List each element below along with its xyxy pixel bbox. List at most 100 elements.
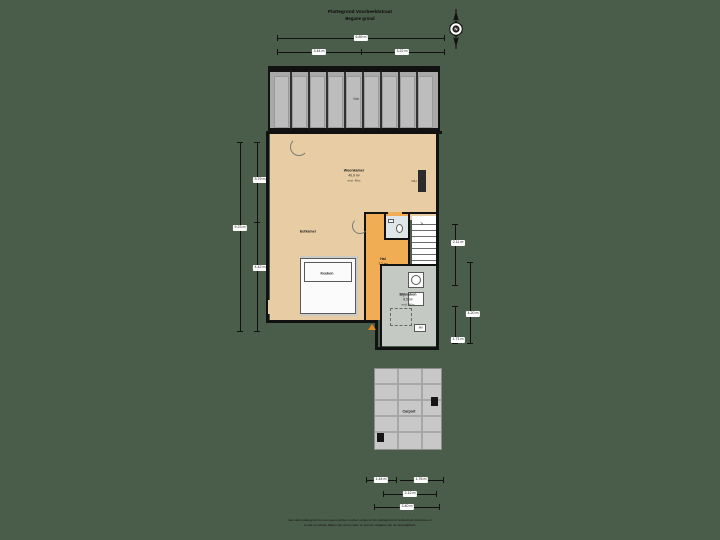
- roof-tile-grid: [272, 70, 436, 130]
- washer-drum-icon: [411, 275, 421, 285]
- wall-right-upper: [436, 131, 439, 223]
- dryer-icon: [408, 292, 424, 306]
- toilet-bowl-icon: [396, 224, 403, 233]
- dim-tick: [277, 49, 278, 55]
- dim-tick: [436, 491, 437, 497]
- dim-tick: [374, 504, 375, 510]
- roof-top-band: [270, 68, 438, 72]
- dim-tick: [452, 285, 458, 286]
- dim-bottom-seg-3: 2.12 m: [402, 491, 418, 497]
- dim-tick: [237, 142, 243, 143]
- wall-top: [266, 131, 442, 134]
- dim-tick: [254, 142, 260, 143]
- dim-tick: [443, 477, 444, 483]
- dim-tick: [254, 331, 260, 332]
- dim-left-seg-1: 3.79 m: [252, 177, 268, 183]
- dim-tick: [237, 331, 243, 332]
- dim-bottom-seg-2: 1.76 m: [413, 477, 429, 483]
- room-name-keuken: Keuken: [320, 271, 334, 276]
- dim-bottom-total: 3.40 m: [399, 504, 415, 510]
- room-area-woonkamer: 40.9 m²: [348, 173, 360, 178]
- sink-icon: [388, 219, 394, 223]
- stairs-label: Tr.: [420, 222, 424, 226]
- utility-dashed-zone: [390, 308, 412, 326]
- label-woonkamer: Woonkamer 40.9 m² excl. 45m: [344, 169, 365, 184]
- dim-tick: [396, 477, 397, 483]
- dim-tick: [452, 224, 458, 225]
- door-opening-hall: [366, 246, 368, 260]
- wall-bottom-notch: [375, 320, 378, 350]
- dim-tick: [277, 35, 278, 41]
- meterbox-icon: [414, 324, 426, 332]
- dim-tick: [444, 35, 445, 41]
- wall-bottom-right: [375, 347, 439, 350]
- carport-post-icon: [431, 397, 438, 406]
- meterbox-label: MK: [419, 326, 423, 330]
- dim-left-seg-2: 4.42 m: [252, 265, 268, 271]
- overhang-label: O/H: [411, 179, 417, 183]
- fireplace-icon: [418, 170, 426, 192]
- dim-left-seg-line: [257, 142, 258, 332]
- label-eetkamer: Eetkamer: [300, 229, 316, 234]
- entrance-marker-icon: [368, 324, 376, 330]
- dim-top-seg-1: 3.44 m: [311, 49, 327, 55]
- wall-utility-left: [380, 264, 382, 348]
- room-name-hal: Hal: [380, 256, 386, 261]
- dim-left-total: 9.23 m: [232, 225, 248, 231]
- compass-rose-icon: N: [441, 9, 471, 49]
- kitchen-worktop: [304, 262, 352, 282]
- wall-toilet-bottom: [384, 238, 410, 240]
- page-title: Plattegrond Voorbeeldstraat Begane grond: [0, 9, 720, 22]
- dim-bottom-seg-1: 1.44 m: [373, 477, 389, 483]
- stairs-area: [412, 216, 438, 264]
- room-name-carport: Carport: [402, 409, 416, 414]
- dim-tick: [254, 222, 260, 223]
- title-line-1: Plattegrond Voorbeeldstraat: [327, 9, 393, 14]
- footer-line-2: is niet op schaal. Maten zijn circa mate…: [304, 523, 416, 528]
- dim-tick: [467, 262, 473, 263]
- dim-right-seg-2: 4.20 m: [465, 311, 481, 317]
- wall-toilet-right: [408, 214, 410, 240]
- dim-tick: [361, 49, 362, 55]
- dim-tick: [452, 343, 458, 344]
- wall-left: [266, 131, 269, 323]
- dim-tick: [444, 49, 445, 55]
- roof-bottom-band: [270, 128, 438, 132]
- carport-post-icon: [377, 433, 384, 442]
- footer-line-1: Aan deze plattegrond kunnen geen rechten…: [288, 518, 432, 523]
- dim-top-seg-2: 3.22 m: [394, 49, 410, 55]
- dim-tick: [383, 491, 384, 497]
- dim-tick: [467, 343, 473, 344]
- dim-right-seg2-line: [470, 262, 471, 344]
- dim-left-total-line: [240, 142, 241, 332]
- title-line-2: Begane grond: [345, 15, 375, 21]
- wall-stair-left: [408, 240, 410, 266]
- dim-right-seg1-line: [455, 224, 456, 286]
- room-name-bijkeuken: Bijkeuken: [399, 292, 417, 297]
- area-carport: [374, 368, 442, 450]
- compass-north-label: N: [454, 27, 457, 32]
- wall-hall-left: [364, 212, 366, 322]
- room-name-woonkamer: Woonkamer: [343, 168, 365, 173]
- door-swing-icon: [352, 218, 368, 234]
- label-keuken: Keuken: [321, 271, 334, 276]
- dim-right-seg-1: 2.11 m: [451, 240, 465, 246]
- label-carport: Carport: [403, 409, 416, 414]
- roof-terrace-area: Vide: [268, 66, 440, 134]
- dim-tick: [366, 477, 367, 483]
- room-name-eetkamer: Eetkamer: [299, 229, 317, 234]
- room-height-bijkeuken: excl. 46m: [401, 302, 415, 307]
- wall-right-lower: [436, 223, 439, 350]
- room-height-woonkamer: excl. 45m: [347, 178, 361, 183]
- door-opening-toilet: [388, 212, 402, 214]
- roof-vide-label: Vide: [352, 97, 360, 101]
- wall-toilet-left: [384, 214, 386, 240]
- room-area-bijkeuken: 8.5 m²: [403, 297, 413, 302]
- door-opening-left: [268, 300, 270, 314]
- dim-tick: [452, 306, 458, 307]
- footer-disclaimer: Aan deze plattegrond kunnen geen rechten…: [0, 518, 720, 528]
- dim-tick: [439, 504, 440, 510]
- door-swing-icon: [290, 138, 308, 156]
- label-hal: Hal 7.1 m²: [378, 257, 387, 267]
